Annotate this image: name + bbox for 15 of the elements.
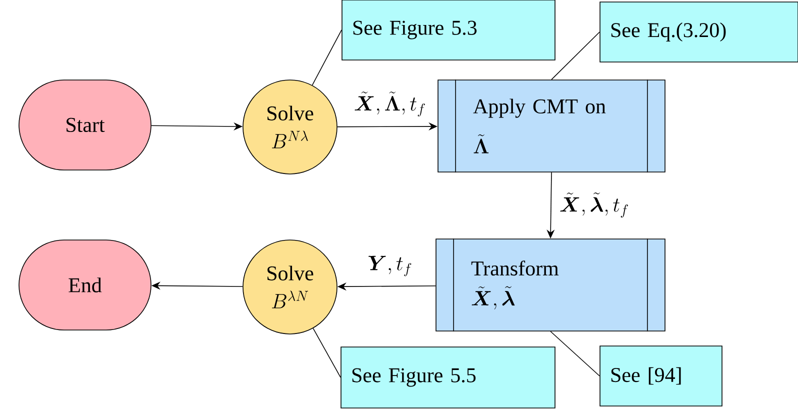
edge-label: $\boldsymbol{Y}, t_f$ — [366, 254, 414, 278]
note-box: See [94] — [600, 346, 722, 406]
edge-label: $\tilde{\boldsymbol{X}}, \tilde{\boldsymbol{\Lambda}}, t_f$ — [352, 90, 428, 118]
edge-label: $\tilde{\boldsymbol{X}}, \tilde{\boldsymbol{\lambda}}, t_f$ — [558, 192, 630, 218]
terminal-box: Start — [18, 80, 152, 170]
process-box: Transform $\tilde{\boldsymbol{X}}, \tilde{\boldsymbol{\lambda}}$ — [436, 238, 666, 332]
note-box: See Eq.(3.20) — [600, 2, 798, 62]
process-box: Apply CMT on $\tilde{\boldsymbol{\Lambda}}$ — [438, 79, 666, 173]
terminal-box: End — [18, 240, 152, 330]
leader-line — [312, 30, 342, 86]
leader-line — [550, 330, 600, 376]
leader-line — [312, 328, 341, 378]
note-box: See Figure 5.3 — [342, 0, 556, 60]
leader-line — [551, 32, 600, 80]
note-box: See Figure 5.5 — [340, 346, 556, 408]
